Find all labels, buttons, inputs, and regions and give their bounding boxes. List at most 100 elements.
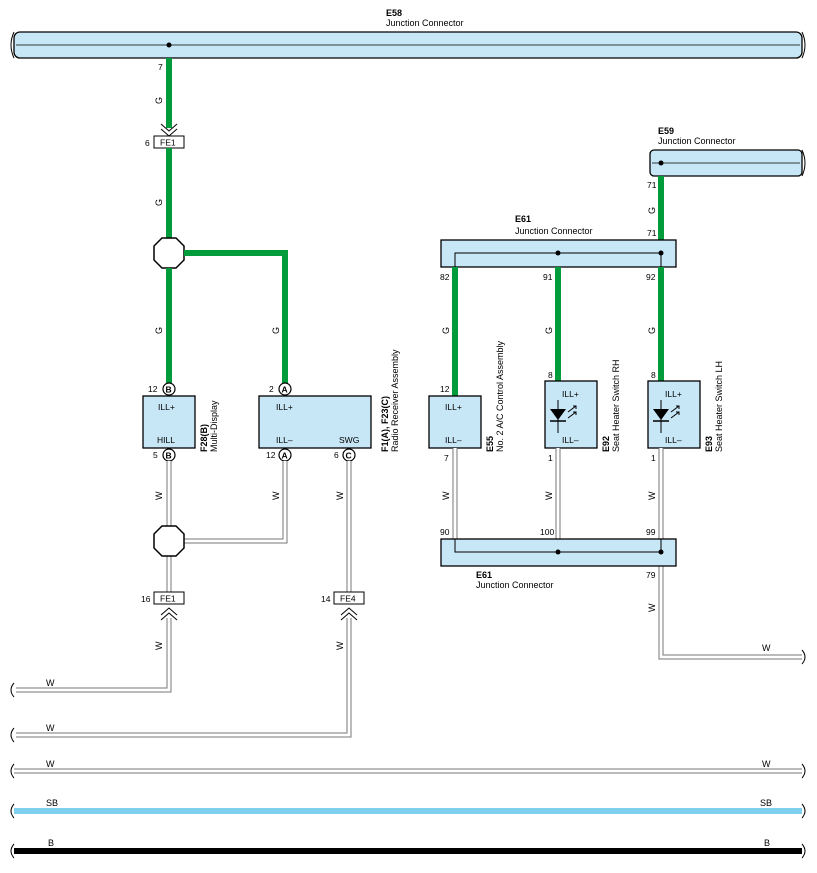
e55-name: No. 2 A/C Control Assembly [495,340,505,452]
e58-pin: 7 [158,62,163,72]
fe1-top-code: FE1 [160,138,176,148]
radio-code: F1(A), F23(C) [380,396,390,452]
e61-bottom-junction-connector: 90 100 99 79 E61 Junction Connector [440,527,677,590]
e92-code: E92 [601,436,611,452]
wire-g-splice-radio [184,250,288,384]
e59-code: E59 [658,126,674,136]
radio-bl-letter: A [282,451,288,461]
wire-label-w-5: W [335,641,345,650]
e61-bottom-name: Junction Connector [476,580,554,590]
wire-label-w-6: W [441,491,451,500]
radio-br-letter: C [346,451,352,461]
f28-bottom-terminal: HILL [157,435,175,445]
splice-point-white [153,525,185,557]
fe1-bottom-code: FE1 [160,594,176,604]
fe1-bottom-connector: FE1 16 [141,591,185,621]
e93-top-pin: 8 [651,370,656,380]
white-wires-right [452,448,802,660]
wire-label-w-7: W [544,491,554,500]
e61-top-junction-connector: E61 Junction Connector 82 91 92 [440,214,677,282]
fe4-code: FE4 [340,594,356,604]
e59-name: Junction Connector [658,136,736,146]
wire-label-g-7: G [544,327,554,334]
radio-receiver-assembly: A 2 ILL+ ILL– SWG A 12 C 6 F1(A), F23(C)… [258,349,400,462]
fe1-top-connector: FE1 6 [145,135,185,149]
wire-label-w-bus-3-right: W [762,759,771,769]
fe1-top-pin: 6 [145,138,150,148]
wire-label-w-4: W [154,641,164,650]
wire-label-sb-left: SB [46,798,58,808]
fe4-arrow-icon [340,607,358,621]
e92-bottom-pin: 1 [548,453,553,463]
fe1-bottom-arrow-icon [160,607,178,621]
e55-code: E55 [485,436,495,452]
e59-junction-connector: E59 Junction Connector 71 [647,126,806,190]
e55-bottom-terminal: ILL– [445,435,462,445]
f28-bottom-pin: 5 [153,450,158,460]
e55-top-pin: 12 [440,384,450,394]
e92-bottom-terminal: ILL– [562,435,579,445]
e93-bottom-pin: 1 [651,453,656,463]
wire-label-g-3: G [154,327,164,334]
wire-label-g-8: G [647,327,657,334]
wire-label-w-8: W [647,491,657,500]
fe4-connector: FE4 14 [321,591,365,621]
e55-ac-control-assembly: 12 ILL+ ILL– 7 E55 No. 2 A/C Control Ass… [428,340,505,463]
radio-top-pin: 2 [269,384,274,394]
f28-name: Multi-Display [209,400,219,452]
radio-name: Radio Receiver Assembly [390,349,400,452]
wire-label-w-2: W [271,491,281,500]
wire-label-g-1: G [154,97,164,104]
fe4-pin: 14 [321,594,331,604]
e55-bottom-pin: 7 [444,453,449,463]
e92-top-terminal: ILL+ [562,389,579,399]
f28-top-pin: 12 [148,384,158,394]
e93-code: E93 [704,436,714,452]
e58-code: E58 [386,8,402,18]
e61-top-pin-91: 91 [543,272,553,282]
radio-br-pin: 6 [334,450,339,460]
e59-pin-top: 71 [647,180,657,190]
wire-label-w-10: W [762,643,771,653]
e61-bottom-pin-90: 90 [440,527,450,537]
e93-seat-heater-switch-lh: 8 ILL+ ILL– 1 E93 Seat Heater Switch LH [647,361,724,463]
wire-label-w-3: W [335,491,345,500]
wire-label-sb-right: SB [760,798,772,808]
wire-label-w-1: W [154,491,164,500]
f28-top-terminal: ILL+ [158,402,175,412]
f28-code: F28(B) [199,424,209,452]
e92-top-pin: 8 [548,370,553,380]
radio-top-letter: A [282,385,288,395]
e93-top-terminal: ILL+ [665,389,682,399]
f28-top-letter: B [166,385,172,395]
wire-label-g-4: G [271,327,281,334]
e58-junction-connector: E58 Junction Connector 7 [10,8,806,72]
wire-label-g-6: G [441,327,451,334]
radio-bl-terminal: ILL– [276,435,293,445]
e61-top-pin-92: 92 [646,272,656,282]
radio-top-terminal: ILL+ [276,402,293,412]
radio-br-terminal: SWG [339,435,359,445]
e59-pin-bottom: 71 [647,228,657,238]
e58-name: Junction Connector [386,18,464,28]
e92-name: Seat Heater Switch RH [611,359,621,452]
splice-point-green [153,237,185,269]
e55-top-terminal: ILL+ [445,402,462,412]
bus-lines [10,649,806,859]
wire-label-b-left: B [48,838,54,848]
e93-name: Seat Heater Switch LH [714,361,724,452]
e61-bottom-code: E61 [476,570,492,580]
wire-label-b-right: B [764,838,770,848]
led-icon [550,400,577,433]
e61-top-pin-82: 82 [440,272,450,282]
white-wires-left [16,461,352,738]
e61-bottom-pin-79: 79 [646,570,656,580]
wire-label-w-bus-1: W [46,678,55,688]
e92-seat-heater-switch-rh: 8 ILL+ ILL– 1 E92 Seat Heater Switch RH [544,359,621,463]
wire-label-g-5: G [647,207,657,214]
wire-label-w-9: W [647,603,657,612]
e61-top-name: Junction Connector [515,226,593,236]
f28-bottom-letter: B [166,451,172,461]
e61-bottom-pin-99: 99 [646,527,656,537]
